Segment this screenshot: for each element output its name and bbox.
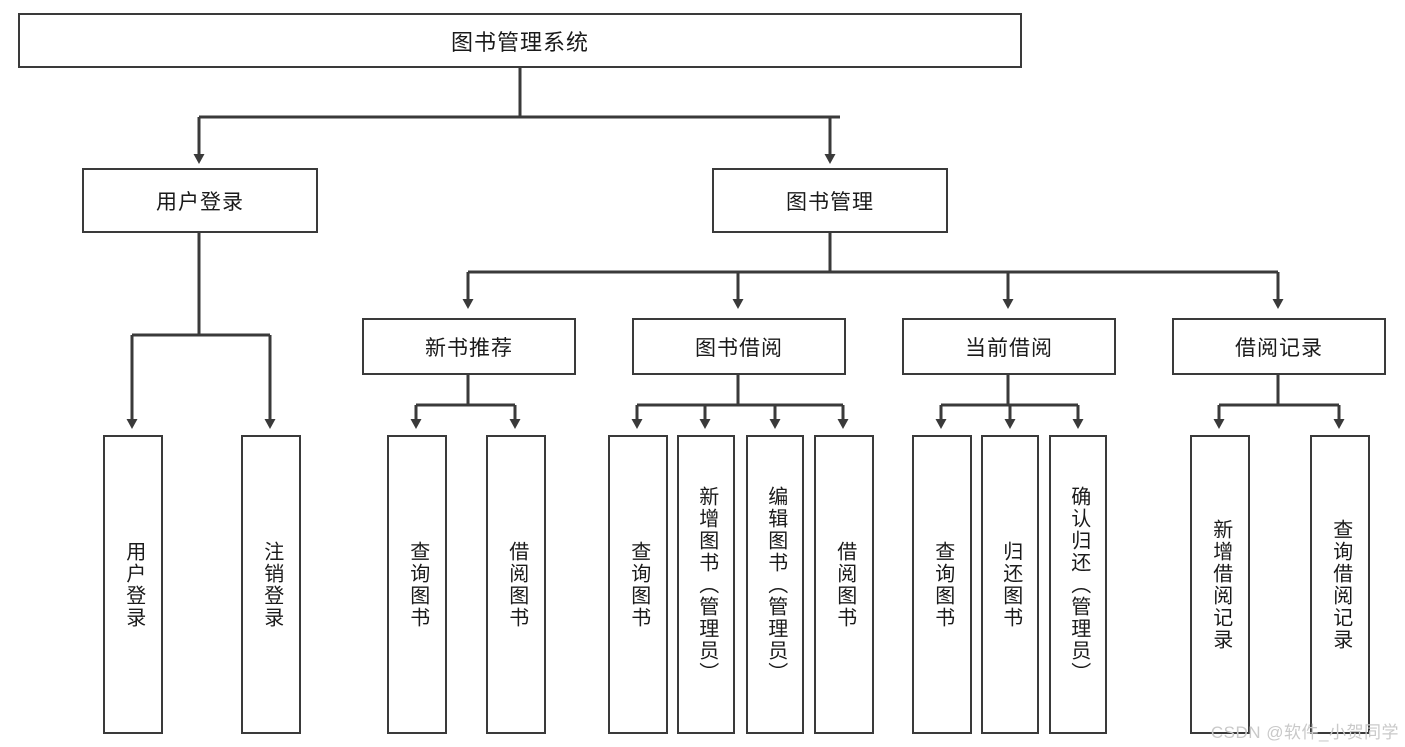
leaf-query-book-current[interactable]: 查询图书 <box>912 435 972 734</box>
node-book-management[interactable]: 图书管理 <box>712 168 948 233</box>
leaf-query-book-borrow-label: 查询图书 <box>627 540 650 629</box>
leaf-edit-book-admin[interactable]: 编辑图书（管理员） <box>746 435 804 734</box>
node-current-borrow[interactable]: 当前借阅 <box>902 318 1116 375</box>
leaf-edit-book-admin-label: 编辑图书（管理员） <box>764 485 787 684</box>
leaf-logout[interactable]: 注销登录 <box>241 435 301 734</box>
leaf-user-login-label: 用户登录 <box>122 540 145 629</box>
leaf-query-book-recommend[interactable]: 查询图书 <box>387 435 447 734</box>
node-book-borrow-label: 图书借阅 <box>695 336 783 360</box>
leaf-confirm-return-admin[interactable]: 确认归还（管理员） <box>1049 435 1107 734</box>
leaf-return-book[interactable]: 归还图书 <box>981 435 1039 734</box>
node-user-login-label: 用户登录 <box>156 190 244 214</box>
node-root[interactable]: 图书管理系统 <box>18 13 1022 68</box>
leaf-borrow-book-recommend-label: 借阅图书 <box>505 540 528 629</box>
watermark: CSDN @软件_小贺同学 <box>1210 723 1399 742</box>
node-borrow-record-label: 借阅记录 <box>1235 336 1323 360</box>
leaf-confirm-return-admin-label: 确认归还（管理员） <box>1067 485 1090 684</box>
leaf-user-login[interactable]: 用户登录 <box>103 435 163 734</box>
leaf-query-book-borrow[interactable]: 查询图书 <box>608 435 668 734</box>
node-root-label: 图书管理系统 <box>450 29 589 55</box>
leaf-query-book-current-label: 查询图书 <box>931 540 954 629</box>
leaf-add-borrow-record-label: 新增借阅记录 <box>1209 518 1232 651</box>
leaf-query-book-recommend-label: 查询图书 <box>406 540 429 629</box>
leaf-query-borrow-record[interactable]: 查询借阅记录 <box>1310 435 1370 734</box>
leaf-borrow-book-label: 借阅图书 <box>833 540 856 629</box>
node-current-borrow-label: 当前借阅 <box>965 336 1053 360</box>
leaf-add-borrow-record[interactable]: 新增借阅记录 <box>1190 435 1250 734</box>
node-new-book-recommend-label: 新书推荐 <box>425 336 513 360</box>
node-user-login[interactable]: 用户登录 <box>82 168 318 233</box>
leaf-borrow-book-recommend[interactable]: 借阅图书 <box>486 435 546 734</box>
node-book-management-label: 图书管理 <box>786 190 874 214</box>
node-borrow-record[interactable]: 借阅记录 <box>1172 318 1386 375</box>
leaf-logout-label: 注销登录 <box>260 540 283 629</box>
leaf-borrow-book[interactable]: 借阅图书 <box>814 435 874 734</box>
leaf-query-borrow-record-label: 查询借阅记录 <box>1329 518 1352 651</box>
leaf-return-book-label: 归还图书 <box>999 540 1022 629</box>
node-new-book-recommend[interactable]: 新书推荐 <box>362 318 576 375</box>
node-book-borrow[interactable]: 图书借阅 <box>632 318 846 375</box>
leaf-add-book-admin[interactable]: 新增图书（管理员） <box>677 435 735 734</box>
leaf-add-book-admin-label: 新增图书（管理员） <box>695 485 718 684</box>
